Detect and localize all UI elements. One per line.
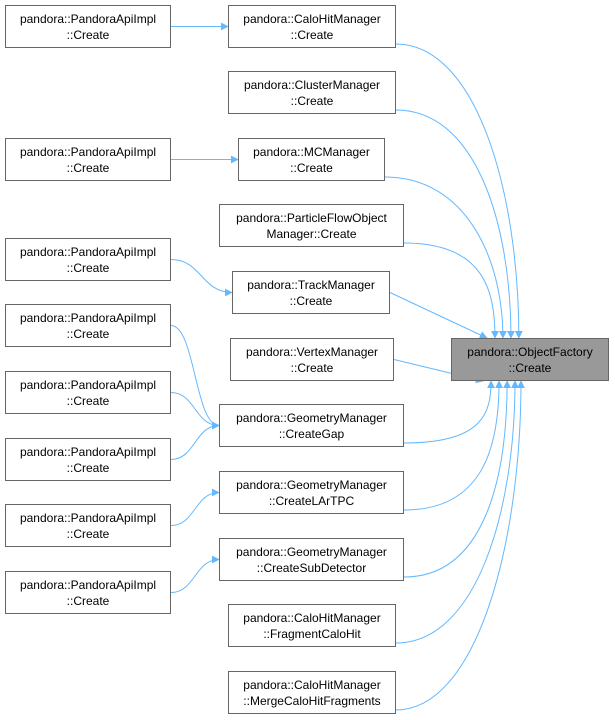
- node-objectfactory-create: pandora::ObjectFactory ::Create: [451, 338, 609, 381]
- edge-api6-to-geom_gap: [170, 421, 220, 460]
- edge-geom_gap-to-objectfactory: [403, 380, 496, 444]
- node-label-line1: pandora::TrackManager: [247, 277, 375, 292]
- node-label-line2: ::Create: [66, 326, 110, 341]
- node-pandoraapiimpl-create-7[interactable]: pandora::PandoraApiImpl ::Create: [5, 504, 171, 547]
- node-label-line1: pandora::PandoraApiImpl: [19, 144, 157, 159]
- node-particleflowobjectmanager-create[interactable]: pandora::ParticleFlowObject Manager::Cre…: [219, 204, 404, 247]
- node-geometrymanager-creategap[interactable]: pandora::GeometryManager ::CreateGap: [219, 404, 404, 447]
- node-label-line1: pandora::PandoraApiImpl: [19, 510, 157, 525]
- node-label-line1: pandora::GeometryManager: [236, 410, 387, 425]
- node-calohitmanager-mergecalohitfragments[interactable]: pandora::CaloHitManager ::MergeCaloHitFr…: [228, 671, 396, 714]
- edge-cluster_create-to-objectfactory: [395, 109, 515, 339]
- node-label-line1: pandora::PandoraApiImpl: [19, 377, 157, 392]
- node-geometrymanager-createlartpc[interactable]: pandora::GeometryManager ::CreateLArTPC: [219, 471, 404, 514]
- edge-api7-to-geom_lartpc: [170, 488, 220, 526]
- node-label-line1: pandora::GeometryManager: [236, 477, 387, 492]
- node-label-line1: pandora::PandoraApiImpl: [19, 444, 157, 459]
- edge-track_create-to-objectfactory: [389, 292, 488, 339]
- edge-calohit_create-to-objectfactory: [395, 43, 523, 339]
- node-label-line1: pandora::VertexManager: [245, 344, 379, 359]
- edge-geom_lartpc-to-objectfactory: [403, 380, 504, 511]
- node-mcmanager-create[interactable]: pandora::MCManager ::Create: [238, 138, 385, 181]
- edge-api5-to-geom_gap: [170, 392, 220, 430]
- node-label-line2: ::Create: [66, 160, 110, 175]
- node-label-line2: ::Create: [290, 360, 334, 375]
- node-label-line2: ::FragmentCaloHit: [263, 626, 361, 641]
- node-calohitmanager-create[interactable]: pandora::CaloHitManager ::Create: [228, 5, 396, 48]
- node-label-line2: ::MergeCaloHitFragments: [243, 693, 381, 708]
- node-label-line1: pandora::ParticleFlowObject: [236, 210, 387, 225]
- node-pandoraapiimpl-create-5[interactable]: pandora::PandoraApiImpl ::Create: [5, 371, 171, 414]
- node-label-line1: pandora::ClusterManager: [243, 77, 381, 92]
- node-pandoraapiimpl-create-6[interactable]: pandora::PandoraApiImpl ::Create: [5, 438, 171, 481]
- edge-api4-to-geom_gap: [170, 325, 220, 430]
- edge-calohit_merge-to-objectfactory: [395, 380, 525, 711]
- node-label-line2: ::Create: [289, 293, 333, 308]
- node-clustermanager-create[interactable]: pandora::ClusterManager ::Create: [228, 71, 396, 114]
- edge-api8-to-geom_subdet: [170, 555, 220, 593]
- node-label-line1: pandora::CaloHitManager: [243, 610, 381, 625]
- node-pandoraapiimpl-create-2[interactable]: pandora::PandoraApiImpl ::Create: [5, 138, 171, 181]
- node-label-line1: pandora::MCManager: [253, 144, 370, 159]
- node-label-line2: ::CreateSubDetector: [256, 560, 367, 575]
- node-label-line2: Manager::Create: [266, 226, 357, 241]
- edge-geom_subdet-to-objectfactory: [403, 380, 512, 578]
- edge-calohit_fragment-to-objectfactory: [395, 380, 520, 644]
- node-label-line2: ::Create: [66, 460, 110, 475]
- node-label-line1: pandora::GeometryManager: [236, 544, 387, 559]
- node-label-line2: ::Create: [66, 27, 110, 42]
- node-label-line2: ::Create: [290, 160, 333, 175]
- node-label-line2: ::CreateLArTPC: [268, 493, 355, 508]
- node-pandoraapiimpl-create-1[interactable]: pandora::PandoraApiImpl ::Create: [5, 5, 171, 48]
- node-label-line2: ::Create: [66, 260, 110, 275]
- node-label-line1: pandora::PandoraApiImpl: [19, 577, 157, 592]
- node-label-line2: ::Create: [66, 526, 110, 541]
- node-label-line1: pandora::CaloHitManager: [243, 677, 381, 692]
- node-label-line2: ::Create: [290, 93, 334, 108]
- node-label-line1: pandora::PandoraApiImpl: [19, 244, 157, 259]
- node-calohitmanager-fragmentcalohit[interactable]: pandora::CaloHitManager ::FragmentCaloHi…: [228, 604, 396, 647]
- node-label-line1: pandora::CaloHitManager: [243, 11, 381, 26]
- node-label-line2: ::Create: [66, 393, 110, 408]
- edge-api3-to-track_create: [170, 259, 233, 297]
- node-pandoraapiimpl-create-4[interactable]: pandora::PandoraApiImpl ::Create: [5, 304, 171, 347]
- node-label-line2: ::Create: [508, 360, 552, 375]
- node-pandoraapiimpl-create-8[interactable]: pandora::PandoraApiImpl ::Create: [5, 571, 171, 614]
- node-vertexmanager-create[interactable]: pandora::VertexManager ::Create: [230, 338, 394, 381]
- node-label-line1: pandora::ObjectFactory: [467, 344, 593, 359]
- edge-mc_create-to-objectfactory: [384, 176, 507, 339]
- node-label-line2: ::CreateGap: [278, 426, 345, 441]
- edge-pfo_create-to-objectfactory: [403, 242, 499, 339]
- node-label-line2: ::Create: [66, 593, 110, 608]
- node-label-line2: ::Create: [290, 27, 334, 42]
- node-pandoraapiimpl-create-3[interactable]: pandora::PandoraApiImpl ::Create: [5, 238, 171, 281]
- node-geometrymanager-createsubdetector[interactable]: pandora::GeometryManager ::CreateSubDete…: [219, 538, 404, 581]
- node-trackmanager-create[interactable]: pandora::TrackManager ::Create: [232, 271, 390, 314]
- node-label-line1: pandora::PandoraApiImpl: [19, 310, 157, 325]
- node-label-line1: pandora::PandoraApiImpl: [19, 11, 157, 26]
